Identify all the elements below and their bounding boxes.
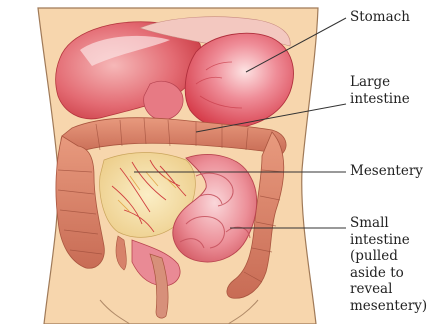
label-large-intestine: Large intestine	[350, 74, 410, 107]
label-small-intestine: Small intestine (pulled aside to reveal …	[350, 215, 427, 314]
duodenum	[144, 81, 183, 120]
label-stomach: Stomach	[350, 9, 410, 26]
label-mesentery: Mesentery	[350, 163, 423, 180]
